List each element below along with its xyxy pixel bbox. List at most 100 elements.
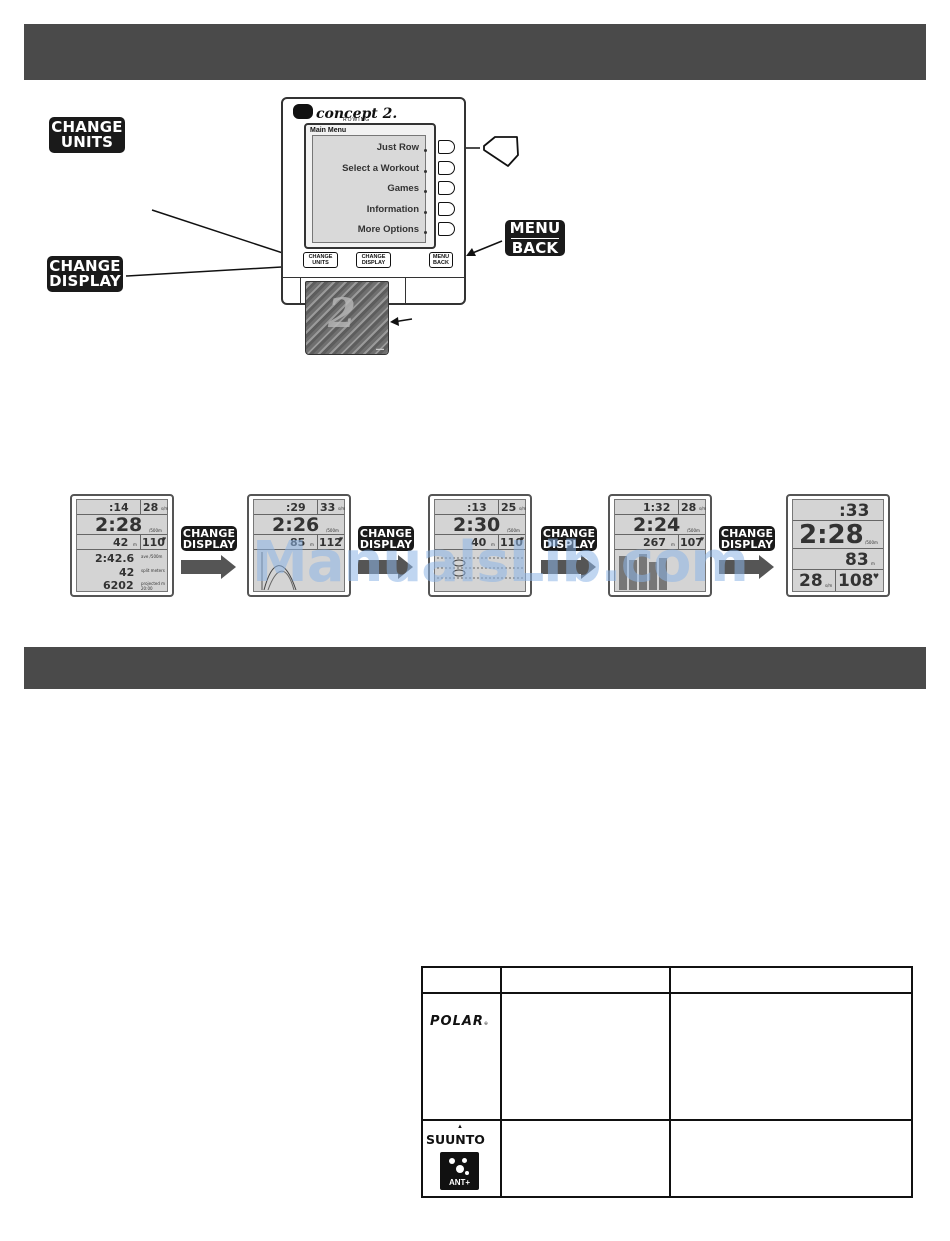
soft-key-5[interactable] — [438, 222, 455, 236]
screen-panel: :14 28 s/m 2:28 /500m 42 m 110 ♥ 2:42.6 … — [76, 499, 168, 592]
screen-row-top — [615, 500, 705, 515]
screen-row-meters — [793, 549, 883, 570]
projected-label: projected m 20:00 — [141, 581, 166, 591]
arrow-right-icon — [581, 555, 596, 579]
menu-item-just-row[interactable]: Just Row — [376, 142, 419, 153]
arrow-shaft-4 — [719, 560, 759, 574]
time-value: :14 — [109, 501, 129, 514]
lcd-screen: Main Menu Just Row Select a Workout Game… — [304, 123, 436, 249]
screen-panel: :29 33 s/m 2:26 /500m 85 m 112 ♥ — [253, 499, 345, 592]
badge-line: DISPLAY — [359, 537, 413, 551]
average-pace-label: ave /500m — [141, 554, 163, 559]
meters-unit: m — [871, 561, 875, 566]
time-value: 1:32 — [643, 501, 671, 514]
badge-line: DISPLAY — [720, 537, 774, 551]
projected-value: 6202 — [103, 579, 134, 592]
suunto-triangle-icon: ▲ — [457, 1124, 463, 1130]
soft-key-4[interactable] — [438, 202, 455, 216]
display-screen-4: 1:32 28 s/m 2:24 /500m 267 m 107 ♥ — [608, 494, 712, 597]
polar-text: POLAR — [430, 1014, 484, 1029]
screen-panel: :33 2:28 /500m 83 m 28 s/m 108 ♥ — [792, 499, 884, 592]
heart-rate-value: 112 — [319, 536, 342, 549]
meters-unit: m — [671, 542, 675, 547]
menu-item-games[interactable]: Games — [387, 183, 419, 194]
table-row-rule — [423, 1119, 911, 1121]
screen-row-pace — [793, 521, 883, 549]
heart-icon: ♥ — [700, 536, 705, 543]
heart-icon: ♥ — [339, 536, 344, 543]
heart-icon: ♥ — [873, 571, 879, 582]
badge-line: CHANGE — [720, 526, 774, 540]
change-display-arrow-label-3: CHANGE DISPLAY — [541, 526, 597, 551]
menu-back-badge: MENU BACK — [505, 220, 565, 256]
menu-dot — [424, 190, 427, 193]
menu-list: Just Row Select a Workout Games Informat… — [312, 135, 426, 243]
menu-dot — [424, 231, 427, 234]
soft-key-2[interactable] — [438, 161, 455, 175]
soft-key-1[interactable] — [438, 140, 455, 154]
brand-sub: ROWING — [343, 117, 371, 123]
rate-unit: s/m — [699, 506, 707, 511]
rate-value: 33 — [320, 501, 336, 514]
badge-line: CHANGE — [182, 526, 236, 540]
menu-item-information[interactable]: Information — [366, 204, 419, 215]
arrow-shaft-2 — [358, 560, 398, 574]
badge-line: CHANGE — [51, 118, 123, 136]
screen-row-meters — [435, 535, 525, 550]
badge-line: UNITS — [60, 133, 114, 151]
screen-panel: 1:32 28 s/m 2:24 /500m 267 m 107 ♥ — [614, 499, 706, 592]
pace-value: 2:28 — [799, 520, 864, 550]
change-display-arrow-label-4: CHANGE DISPLAY — [719, 526, 775, 551]
row-divider — [498, 535, 499, 549]
meters-value: 267 — [643, 536, 666, 549]
concept2-mark-icon — [293, 104, 313, 119]
change-display-arrow-label-1: CHANGE DISPLAY — [181, 526, 237, 551]
meters-value: 42 — [113, 536, 129, 549]
pace-unit: /500m — [326, 528, 339, 533]
menu-item-select-workout[interactable]: Select a Workout — [342, 163, 419, 174]
screen-row-pace — [615, 515, 705, 535]
pm-monitor: concept 2. ROWING Main Menu Just Row Sel… — [281, 97, 466, 305]
row-divider — [140, 500, 141, 514]
badge-line: DISPLAY — [542, 537, 596, 551]
ant-dot-icon — [465, 1171, 469, 1175]
button-line: CHANGE — [361, 253, 386, 260]
screen-row-pace — [77, 515, 167, 535]
screen-row-pace — [435, 515, 525, 535]
rate-value: 28 — [799, 571, 823, 591]
logcard[interactable]: 2 ▬▬ — [305, 281, 389, 355]
change-units-button[interactable]: CHANGE UNITS — [303, 252, 338, 268]
rate-value: 25 — [501, 501, 517, 514]
badge-line: DISPLAY — [182, 537, 236, 551]
row-divider — [140, 535, 141, 549]
change-display-badge: CHANGE DISPLAY — [47, 256, 123, 292]
pace-unit: /500m — [507, 528, 520, 533]
screen-row-meters — [254, 535, 344, 550]
menu-back-button[interactable]: MENU BACK — [429, 252, 453, 268]
rate-unit: s/m — [519, 506, 527, 511]
menu-dot — [424, 149, 427, 152]
watermark: ManualsLib.com — [252, 530, 749, 595]
table-col-rule — [500, 968, 502, 1196]
screen-row-meters — [615, 535, 705, 550]
soft-key-3[interactable] — [438, 181, 455, 195]
heart-rate-value: 110 — [500, 536, 523, 549]
row-divider — [498, 500, 499, 514]
pace-value: 2:26 — [272, 514, 320, 536]
time-value: :29 — [286, 501, 306, 514]
ant-dot-icon — [449, 1158, 455, 1164]
ant-dot-icon — [456, 1165, 464, 1173]
button-line: MENU — [432, 253, 450, 260]
race-lanes-graphic — [437, 557, 523, 579]
row-divider — [317, 535, 318, 549]
heart-icon: ♥ — [520, 536, 525, 543]
badge-line: CHANGE — [542, 526, 596, 540]
screen-panel: :13 25 s/m 2:30 /500m 40 m 110 ♥ — [434, 499, 526, 592]
badge-line: DISPLAY — [49, 272, 121, 290]
force-curve-graph — [261, 552, 297, 590]
change-display-button[interactable]: CHANGE DISPLAY — [356, 252, 391, 268]
polar-logo: POLAR® — [430, 1014, 489, 1029]
meters-value: 40 — [471, 536, 487, 549]
display-screen-5: :33 2:28 /500m 83 m 28 s/m 108 ♥ — [786, 494, 890, 597]
menu-item-more-options[interactable]: More Options — [357, 224, 419, 235]
